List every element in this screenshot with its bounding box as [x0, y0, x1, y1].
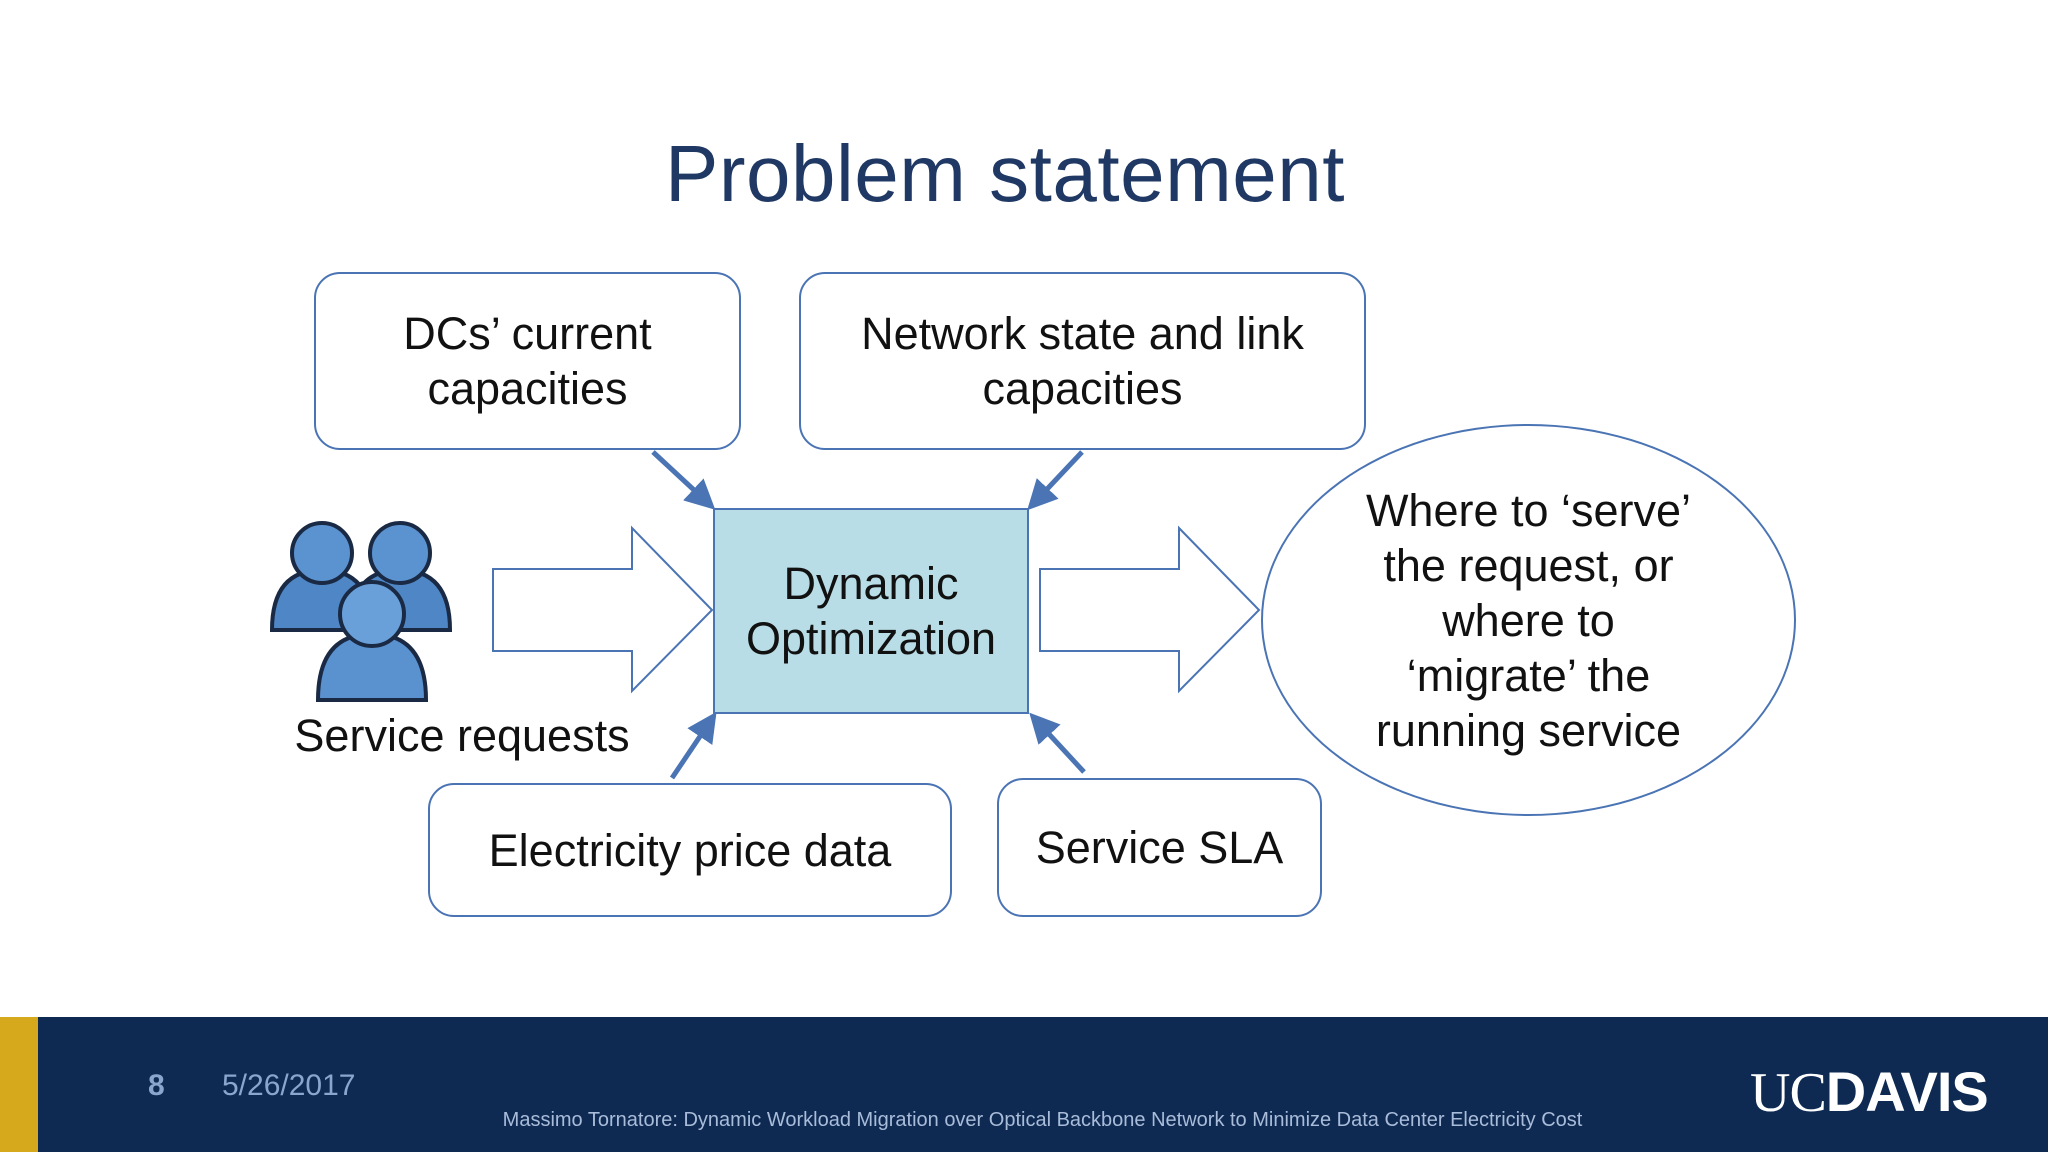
- logo-davis: DAVIS: [1825, 1060, 1989, 1123]
- arrow-bottom-left: [669, 711, 717, 780]
- footer-accent-stripe: [0, 1017, 38, 1152]
- page-number: 8: [148, 1069, 165, 1102]
- dynamic-optimization-box: Dynamic Optimization: [713, 508, 1029, 714]
- output-ellipse-text: Where to ‘serve’ the request, or where t…: [1365, 484, 1692, 756]
- output-block-arrow: [1039, 525, 1261, 694]
- ucdavis-logo: UCDAVIS: [1750, 1059, 1989, 1125]
- input-block-arrow: [492, 525, 714, 694]
- slide-title: Problem statement: [665, 129, 1345, 218]
- footer-bar: 8 5/26/2017 Massimo Tornatore: Dynamic W…: [0, 1017, 2048, 1152]
- arrow-top-right: [1027, 450, 1084, 511]
- users-group-icon: [269, 521, 453, 702]
- service-sla-box: Service SLA: [997, 778, 1322, 917]
- network-state-box: Network state and link capacities: [799, 272, 1366, 450]
- logo-uc: UC: [1750, 1062, 1827, 1124]
- arrow-bottom-right: [1029, 712, 1086, 774]
- output-ellipse: Where to ‘serve’ the request, or where t…: [1261, 424, 1796, 816]
- service-requests-label: Service requests: [294, 710, 630, 761]
- arrow-top-left: [651, 450, 716, 510]
- footer-footnote: Massimo Tornatore: Dynamic Workload Migr…: [502, 1109, 1583, 1131]
- electricity-price-box: Electricity price data: [428, 783, 952, 917]
- dc-capacities-box: DCs’ current capacities: [314, 272, 741, 450]
- slide-area: Problem statement: [269, 129, 1796, 917]
- slide-date: 5/26/2017: [222, 1069, 356, 1102]
- diagram-connectors: [269, 450, 1261, 780]
